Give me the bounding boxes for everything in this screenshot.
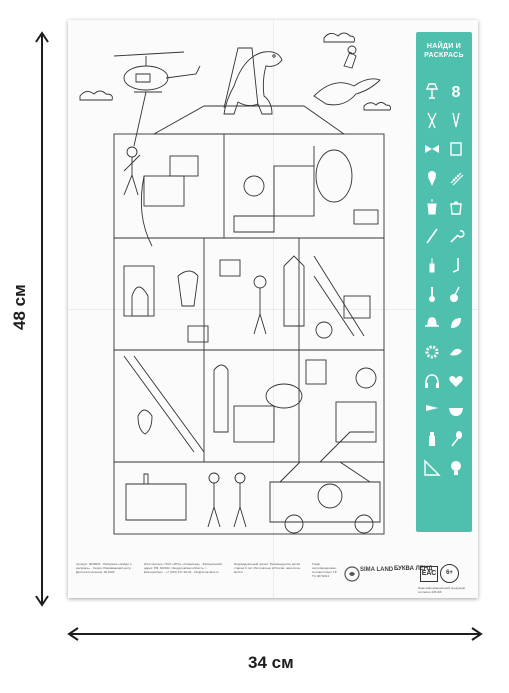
needle-icon xyxy=(420,221,444,250)
panel-title: НАЙДИ И РАСКРАСЬ xyxy=(416,32,472,60)
sima-land-brand: SIMA LAND xyxy=(360,567,394,573)
height-dimension-label: 48 см xyxy=(10,284,29,330)
leaf-icon xyxy=(444,308,468,337)
age-rating-badge: 6+ xyxy=(440,564,459,583)
paint-bottle-icon xyxy=(420,424,444,453)
bowtie-icon xyxy=(420,134,444,163)
recommendation-info: Индивидуальный проект. Рекомендуется дет… xyxy=(234,562,301,574)
house-cutaway-illustration xyxy=(79,32,391,535)
screwdriver-icon xyxy=(420,250,444,279)
pterodactyl xyxy=(313,45,381,106)
pliers-icon xyxy=(420,105,444,134)
width-dimension-label: 34 см xyxy=(248,653,294,672)
coloring-poster: НАЙДИ И РАСКРАСЬ 8 Артикул: 9029661 · Ра… xyxy=(68,20,478,598)
golf-club-icon xyxy=(444,250,468,279)
svg-text:8: 8 xyxy=(452,84,461,100)
ice-cream-icon xyxy=(420,163,444,192)
poster-footer: Артикул: 9029661 · Раскраска «Найди и ра… xyxy=(68,556,478,598)
search-items-grid: 8 xyxy=(420,76,468,482)
manufacturer-info: Изготовитель: ООО «ИТА» «Сималенд» · Юри… xyxy=(144,562,222,574)
comb-icon xyxy=(444,163,468,192)
tweezers-icon xyxy=(444,105,468,134)
wrench-icon xyxy=(444,221,468,250)
triangle-ruler-icon xyxy=(420,453,444,482)
light-bulb-icon xyxy=(444,453,468,482)
height-dimension-arrow xyxy=(35,31,49,607)
panel-title-line1: НАЙДИ И xyxy=(426,43,462,50)
helicopter xyxy=(113,51,201,93)
number-eight-icon: 8 xyxy=(444,76,468,105)
gear-icon xyxy=(420,337,444,366)
fold-line xyxy=(273,20,274,598)
spoon-icon xyxy=(444,424,468,453)
certification-info: Товар сертифицирован · Соответствует ТР … xyxy=(312,562,338,578)
width-dimension-arrow xyxy=(67,627,483,641)
flag-icon xyxy=(420,395,444,424)
climber-figure xyxy=(123,146,141,196)
book-icon xyxy=(444,134,468,163)
heart-icon xyxy=(444,366,468,395)
thermometer-icon xyxy=(420,279,444,308)
bukva-lend-brand: БУКВА ЛЕНД xyxy=(394,566,433,572)
bird-icon xyxy=(444,337,468,366)
lantern-icon xyxy=(420,192,444,221)
product-info: Артикул: 9029661 · Раскраска «Найди и ра… xyxy=(76,562,134,574)
info-product-note: Знак информационной продукции согласно 4… xyxy=(418,586,466,594)
sima-land-logo xyxy=(344,566,360,582)
find-and-color-panel: НАЙДИ И РАСКРАСЬ 8 xyxy=(416,32,472,532)
headphones-icon xyxy=(420,366,444,395)
gift-bag-icon xyxy=(444,192,468,221)
hat-icon xyxy=(420,308,444,337)
panel-title-line2: РАСКРАСЬ xyxy=(424,52,464,59)
guitar-icon xyxy=(444,279,468,308)
floor-lamp-icon xyxy=(420,76,444,105)
fold-line xyxy=(68,309,478,310)
dinosaur xyxy=(223,51,283,115)
bowl-icon xyxy=(444,395,468,424)
eac-mark: ЕАС xyxy=(420,566,438,582)
